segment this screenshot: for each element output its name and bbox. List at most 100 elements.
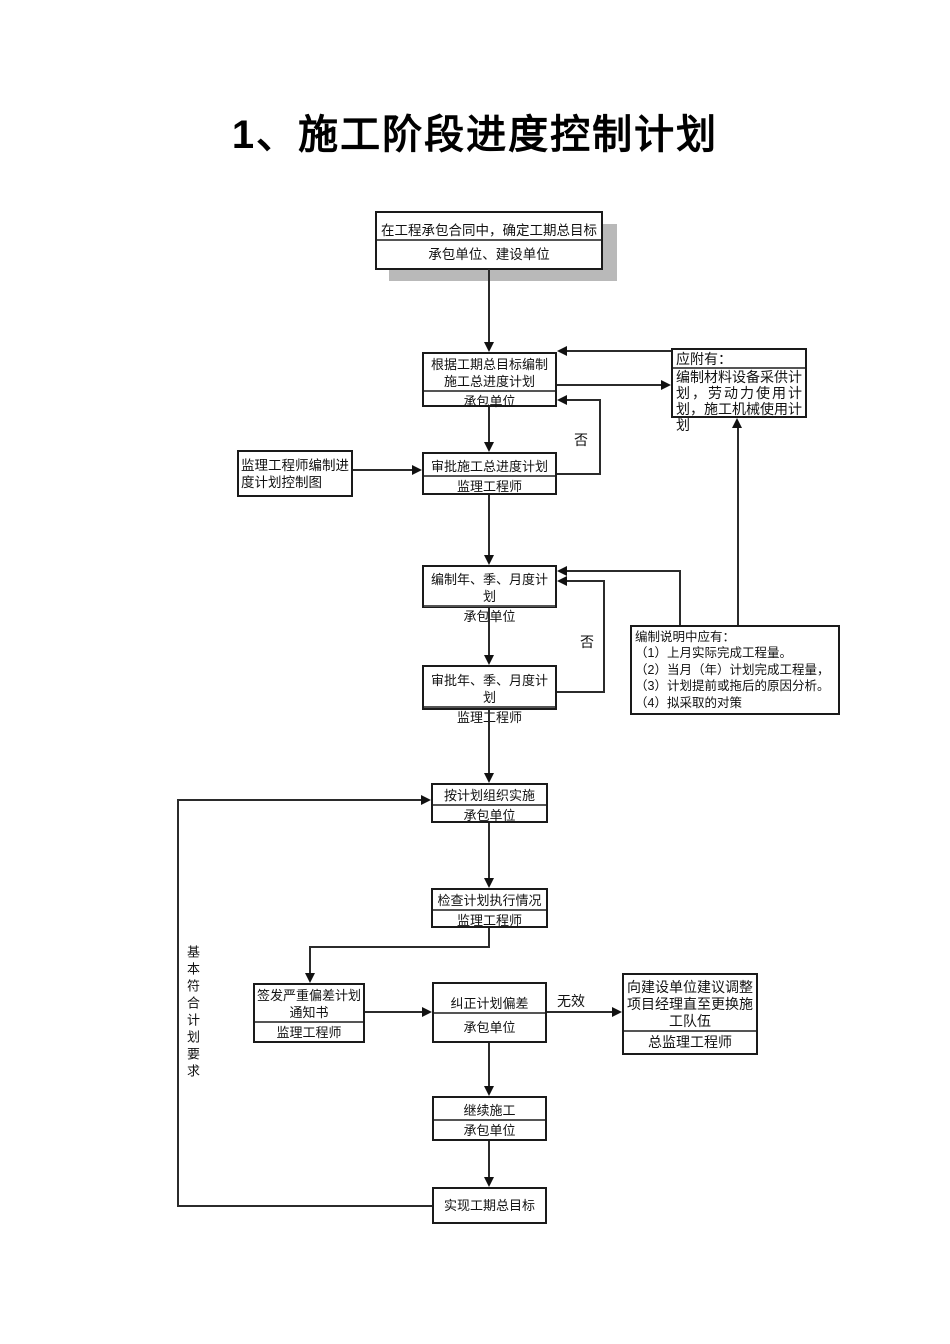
node-achieve-task: 实现工期总目标 [443, 1198, 535, 1213]
node-compile-master-task: 根据工期总目标编制施工总进度计划 [430, 357, 548, 389]
node-correct-divider [434, 1012, 545, 1014]
connector-notes-to-attachments [737, 428, 739, 625]
connector-compile-to-approve [488, 407, 490, 444]
node-compile-periodic: 编制年、季、月度计划 承包单位 [422, 565, 557, 624]
connector-no-loop1-vertical [599, 399, 601, 475]
node-approve-master-divider [424, 475, 555, 477]
connector-no-loop2-bottom [557, 691, 605, 693]
node-attachments: 应附有： 编制材料设备采供计划，劳动力使用计划，施工机械使用计划 [671, 348, 807, 433]
node-correct-task: 纠正计划偏差 [450, 996, 529, 1011]
node-implement-role: 承包单位 [463, 808, 516, 823]
node-inspect-divider [433, 909, 546, 911]
arrowhead-correct-to-suggest [612, 1007, 622, 1017]
node-approve-master: 审批施工总进度计划 监理工程师 [422, 452, 557, 495]
arrowhead-no-loop2 [557, 576, 567, 586]
node-compile-master-divider [424, 390, 555, 392]
node-notes-text: 编制说明中应有： （1）上月实际完成工程量。 （2）当月（年）计划完成工程量， … [635, 629, 830, 710]
node-inspect: 检查计划执行情况 监理工程师 [431, 888, 548, 928]
connector-notes-vertical [679, 570, 681, 625]
node-continue-divider [434, 1119, 545, 1121]
connector-inspect-to-notice [309, 946, 311, 975]
arrowhead-inspect-to-notice [305, 973, 315, 983]
connector-notice-to-correct [365, 1011, 424, 1013]
connector-no-loop2-vertical [603, 580, 605, 693]
node-suggest-role: 总监理工程师 [648, 1034, 732, 1050]
connector-correct-to-suggest [547, 1011, 614, 1013]
node-notes: 编制说明中应有： （1）上月实际完成工程量。 （2）当月（年）计划完成工程量， … [630, 625, 840, 715]
node-inspect-task: 检查计划执行情况 [437, 893, 542, 908]
connector-approve2-to-implement [488, 710, 490, 775]
arrowhead-implement-to-inspect [484, 878, 494, 888]
arrowhead-attachments-to-compile [557, 346, 567, 356]
node-implement-divider [433, 804, 546, 806]
connector-no-loop1-top [567, 399, 601, 401]
node-approve-periodic-task: 审批年、季、月度计划 [430, 673, 548, 705]
node-compile-master: 根据工期总目标编制施工总进度计划 承包单位 [422, 352, 557, 409]
node-attachments-title: 应附有： [676, 351, 732, 367]
node-attachments-divider [673, 367, 805, 369]
node-issue-notice-divider [255, 1021, 363, 1023]
node-issue-notice: 签发严重偏差计划通知书 监理工程师 [253, 983, 365, 1043]
arrowhead-notice-to-correct [422, 1007, 432, 1017]
node-correct: 纠正计划偏差 承包单位 [432, 982, 547, 1043]
label-feedback-vertical: 基本符合计划要求 [185, 945, 200, 1081]
arrowhead-notes-to-attachments [732, 418, 742, 428]
arrowhead-chart-to-approve [412, 465, 422, 475]
node-continue-task: 继续施工 [463, 1103, 516, 1118]
arrowhead-no-loop1 [557, 395, 567, 405]
arrowhead-feedback-to-implement [421, 795, 431, 805]
node-continue-role: 承包单位 [463, 1123, 516, 1138]
node-approve-master-role: 监理工程师 [456, 479, 522, 494]
node-contract-divider [377, 239, 601, 241]
node-attachments-body: 编制材料设备采供计划，劳动力使用计划，施工机械使用计划 [676, 369, 802, 433]
connector-compile-to-attachments [557, 384, 661, 386]
arrowhead-approve-to-periodic [484, 555, 494, 565]
connector-chart-to-approve [353, 469, 414, 471]
node-compile-master-role: 承包单位 [463, 394, 516, 409]
arrowhead-contract-to-compile [484, 342, 494, 352]
node-implement-task: 按计划组织实施 [443, 788, 535, 803]
node-approve-periodic-divider [424, 706, 555, 708]
arrowhead-notes-to-periodic [557, 566, 567, 576]
node-contract-task: 在工程承包合同中，确定工期总目标 [381, 223, 597, 238]
connector-periodic-to-approve2 [488, 608, 490, 657]
arrowhead-correct-to-continue [484, 1086, 494, 1096]
node-continue: 继续施工 承包单位 [432, 1096, 547, 1141]
connector-feedback-vertical [177, 799, 179, 1207]
connector-no-loop2-top [567, 580, 605, 582]
label-invalid: 无效 [556, 991, 586, 1011]
connector-correct-to-continue [488, 1043, 490, 1088]
arrowhead-approve2-to-implement [484, 773, 494, 783]
node-supervisor-chart: 监理工程师编制进度计划控制图 [237, 450, 353, 497]
connector-contract-to-compile [488, 269, 490, 344]
node-supervisor-chart-task: 监理工程师编制进度计划控制图 [241, 457, 349, 490]
connector-inspect-down [488, 928, 490, 948]
connector-implement-to-inspect [488, 823, 490, 880]
node-suggest: 向建设单位建议调整项目经理直至更换施工队伍 总监理工程师 [622, 973, 758, 1055]
connector-approve-to-periodic [488, 495, 490, 557]
node-compile-periodic-divider [424, 605, 555, 607]
node-inspect-role: 监理工程师 [456, 913, 522, 928]
node-implement: 按计划组织实施 承包单位 [431, 783, 548, 823]
arrowhead-compile-to-attachments [661, 380, 671, 390]
connector-inspect-left [309, 946, 490, 948]
node-suggest-divider [624, 1030, 756, 1032]
label-no-top: 否 [573, 430, 589, 450]
node-compile-periodic-task: 编制年、季、月度计划 [430, 572, 548, 604]
arrowhead-continue-to-achieve [484, 1177, 494, 1187]
node-issue-notice-task: 签发严重偏差计划通知书 [257, 988, 362, 1020]
connector-achieve-to-feedback [177, 1205, 432, 1207]
page-title: 1、施工阶段进度控制计划 [231, 113, 719, 157]
node-suggest-task: 向建设单位建议调整项目经理直至更换施工队伍 [627, 979, 753, 1029]
node-contract-role: 承包单位、建设单位 [428, 247, 550, 262]
node-approve-periodic: 审批年、季、月度计划 监理工程师 [422, 665, 557, 725]
node-approve-master-task: 审批施工总进度计划 [430, 459, 548, 474]
connector-no-loop1-bottom [557, 473, 601, 475]
node-issue-notice-role: 监理工程师 [276, 1025, 342, 1040]
node-contract: 在工程承包合同中，确定工期总目标 承包单位、建设单位 [375, 211, 603, 270]
arrowhead-periodic-to-approve2 [484, 655, 494, 665]
connector-feedback-to-implement [177, 799, 421, 801]
node-achieve: 实现工期总目标 [432, 1187, 547, 1224]
arrowhead-compile-to-approve [484, 442, 494, 452]
